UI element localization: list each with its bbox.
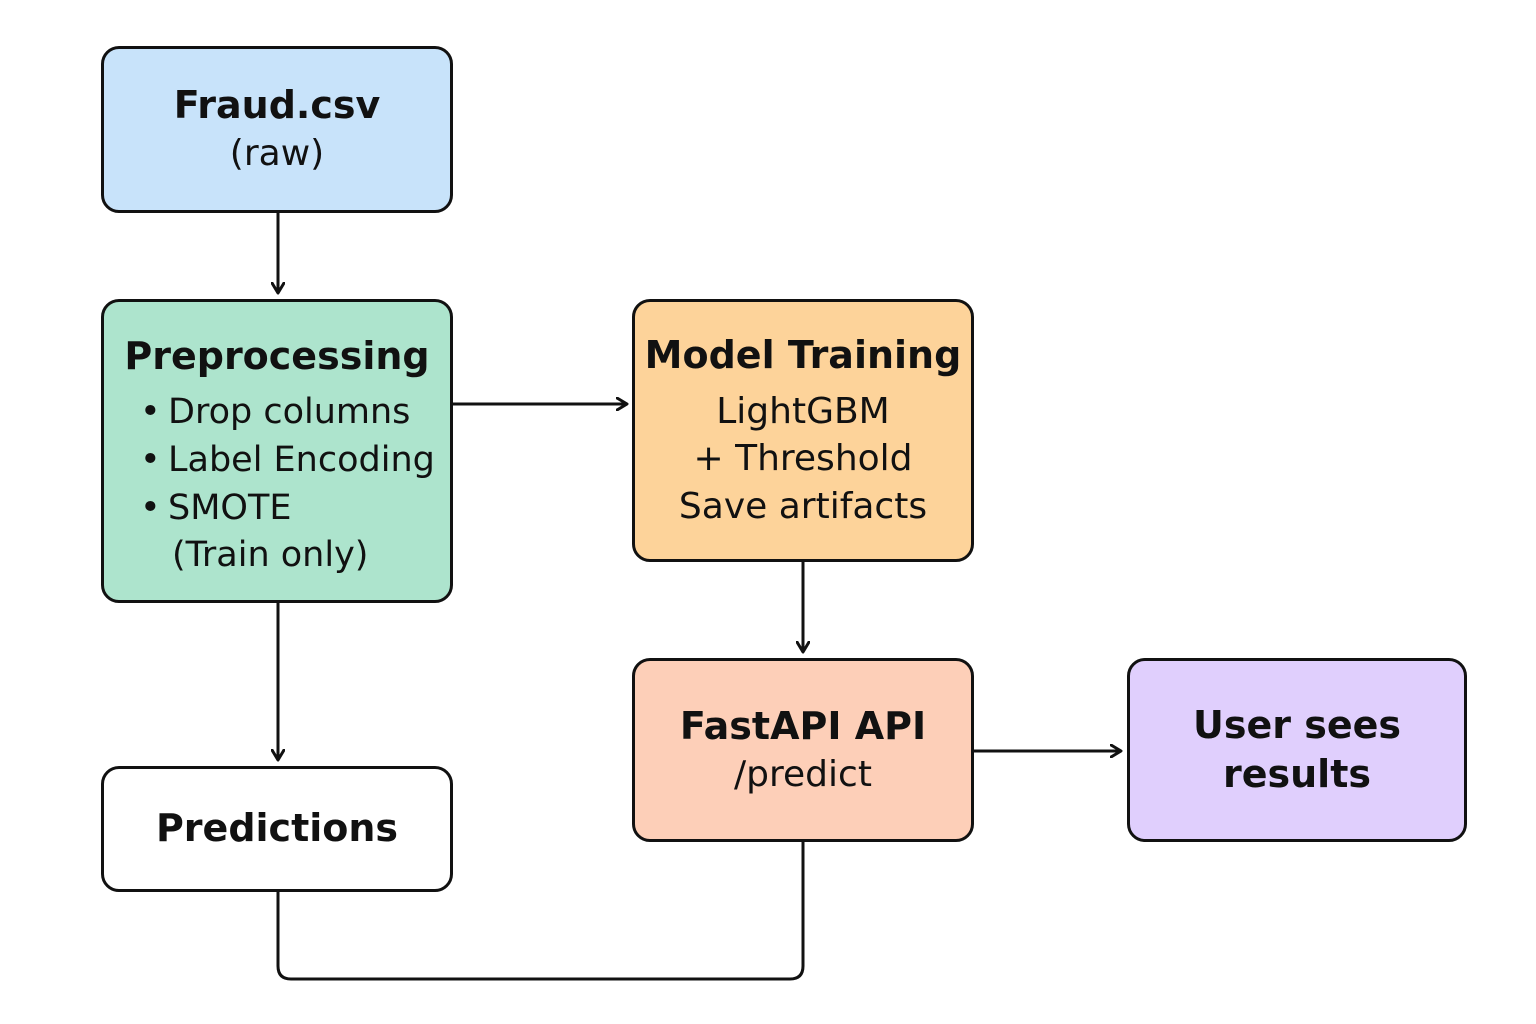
step-label: Drop columns: [168, 392, 411, 433]
raw-data-title: Fraud.csv: [173, 83, 381, 128]
raw-data-subtitle: (raw): [229, 133, 325, 175]
model-training-node: Model Training LightGBM + Threshold Save…: [632, 299, 974, 562]
user-results-node: User sees results: [1127, 658, 1467, 842]
preprocessing-steps: •Drop columns •Label Encoding •SMOTE: [104, 389, 435, 532]
model-training-title: Model Training: [644, 332, 962, 377]
preprocessing-node: Preprocessing •Drop columns •Label Encod…: [101, 299, 453, 603]
preprocessing-note: (Train only): [172, 535, 369, 576]
model-training-line: Save artifacts: [678, 485, 928, 527]
model-training-line: LightGBM: [716, 390, 890, 432]
preprocessing-title: Preprocessing: [124, 334, 430, 378]
preprocessing-step: •Label Encoding: [140, 437, 435, 485]
user-results-title-line: results: [1223, 752, 1371, 796]
api-endpoint: /predict: [734, 753, 872, 795]
model-training-line: + Threshold: [693, 438, 913, 480]
step-label: Label Encoding: [168, 439, 435, 480]
predictions-node: Predictions: [101, 766, 453, 892]
bullet-icon: •: [140, 487, 161, 528]
step-label: SMOTE: [168, 487, 292, 528]
user-results-title-line: User sees: [1193, 702, 1401, 747]
preprocessing-step: •SMOTE: [140, 485, 435, 533]
predictions-title: Predictions: [155, 806, 399, 851]
api-title: FastAPI API: [679, 703, 927, 748]
bullet-icon: •: [140, 439, 161, 480]
raw-data-node: Fraud.csv (raw): [101, 46, 453, 213]
bullet-icon: •: [140, 392, 161, 433]
preprocessing-step: •Drop columns: [140, 389, 435, 437]
api-node: FastAPI API /predict: [632, 658, 974, 842]
